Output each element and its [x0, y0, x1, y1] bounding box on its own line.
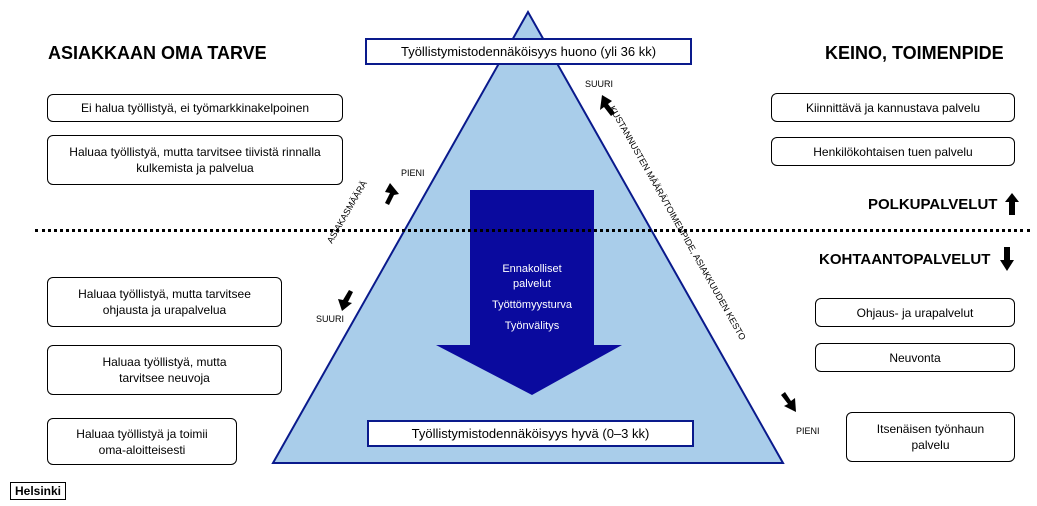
left-box-3: Haluaa työllistyä, mutta tarvitsee ohjau… [47, 277, 282, 327]
down-arrow-icon [1000, 247, 1015, 271]
left-axis-up-arrow-icon [385, 183, 399, 205]
right-box-1: Kiinnittävä ja kannustava palvelu [771, 93, 1015, 122]
polkupalvelut-heading: POLKUPALVELUT [868, 193, 1020, 215]
top-box: Työllistymistodennäköisyys huono (yli 36… [365, 38, 692, 65]
polkupalvelut-label: POLKUPALVELUT [868, 195, 998, 213]
arrow-text: Ennakolliset palvelut Työttömyysturva Ty… [478, 262, 586, 334]
right-box-3: Ohjaus- ja urapalvelut [815, 298, 1015, 327]
left-box-4: Haluaa työllistyä, mutta tarvitsee neuvo… [47, 345, 282, 395]
left-axis-top-label: PIENI [401, 168, 425, 178]
right-box-5: Itsenäisen työnhaun palvelu [846, 412, 1015, 462]
up-arrow-icon [1005, 193, 1020, 215]
kohtaantopalvelut-label: KOHTAANTOPALVELUT [819, 250, 991, 268]
left-box-1: Ei halua työllistyä, ei työmarkkinakelpo… [47, 94, 343, 122]
right-axis-bottom-label: PIENI [796, 426, 820, 436]
right-axis-down-arrow-icon [781, 392, 796, 412]
left-box-5: Haluaa työllistyä ja toimii oma-aloittei… [47, 418, 237, 465]
arrow-line-3: Työnvälitys [504, 320, 560, 332]
arrow-line-2: Työttömyysturva [491, 299, 573, 311]
separator-line [35, 229, 1030, 232]
right-heading: KEINO, TOIMENPIDE [825, 43, 1004, 63]
right-box-2: Henkilökohtaisen tuen palvelu [771, 137, 1015, 166]
right-axis-up-arrow-icon [600, 95, 615, 116]
left-axis-bottom-label: SUURI [316, 314, 345, 324]
right-axis-top-label: SUURI [585, 79, 614, 89]
left-heading: ASIAKKAAN OMA TARVE [48, 43, 267, 63]
left-box-2: Haluaa työllistyä, mutta tarvitsee tiivi… [47, 135, 343, 185]
right-box-4: Neuvonta [815, 343, 1015, 372]
down-arrow [436, 190, 622, 395]
kohtaantopalvelut-heading: KOHTAANTOPALVELUT [819, 247, 1015, 271]
helsinki-logo: Helsinki [10, 482, 67, 500]
arrow-line-1: Ennakolliset palvelut [502, 263, 562, 290]
bottom-box: Työllistymistodennäköisyys hyvä (0–3 kk) [367, 420, 694, 447]
left-axis-down-arrow-icon [338, 290, 353, 311]
